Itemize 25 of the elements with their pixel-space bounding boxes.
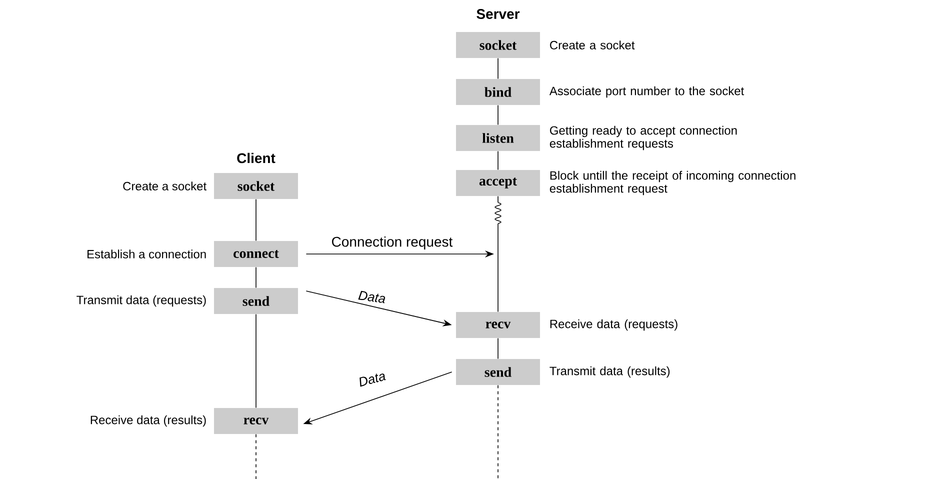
step-description: Associate port number to the socket: [549, 86, 744, 98]
step-description: Establish a connection: [88, 250, 206, 258]
function-box: send: [214, 288, 298, 314]
step-description: Getting ready to accept connection establishment requests: [550, 126, 737, 150]
function-box: bind: [456, 79, 540, 105]
function-box: socket: [456, 32, 540, 58]
edge-label: Data: [356, 289, 388, 305]
function-box: socket: [214, 173, 298, 199]
step-description: Transmit data (results): [550, 366, 670, 378]
function-box: connect: [214, 241, 298, 267]
function-box: recv: [456, 312, 540, 338]
edge-label: Data: [356, 370, 388, 388]
function-box: accept: [456, 170, 540, 196]
column-heading: Server: [476, 9, 520, 19]
step-description: Receive data (requests): [550, 319, 678, 331]
step-description: Receive data (results): [90, 415, 206, 427]
function-box: send: [456, 359, 540, 385]
function-box: recv: [214, 408, 298, 434]
edge-label: Connection request: [330, 235, 454, 251]
step-description: Block untill the receipt of incoming connection establishment request: [550, 170, 796, 196]
step-description: Create a socket: [123, 182, 206, 190]
lifeline: [494, 196, 502, 312]
step-description: Create a socket: [550, 40, 635, 50]
step-description: Transmit data (requests): [76, 295, 206, 307]
function-box: listen: [456, 125, 540, 151]
